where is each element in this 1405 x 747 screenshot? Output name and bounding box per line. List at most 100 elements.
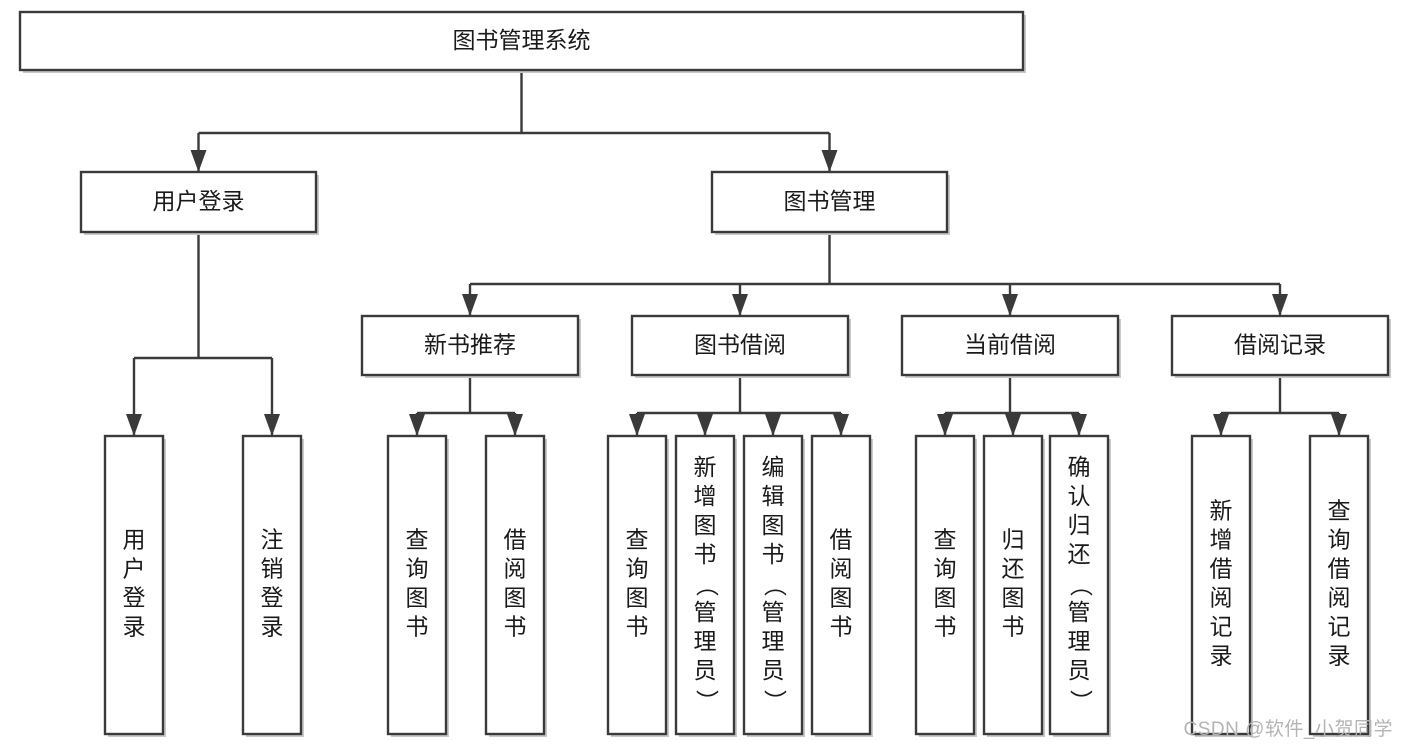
l2-0-arrow-0 [126, 414, 142, 436]
svg-text:阅: 阅 [1328, 585, 1351, 611]
svg-text:管: 管 [694, 599, 717, 625]
l3-1-0-arrow-0 [409, 414, 425, 436]
node-确认归还管理员-box[interactable] [1048, 434, 1110, 736]
svg-text:书: 书 [694, 541, 717, 567]
svg-text:管: 管 [1068, 599, 1091, 625]
svg-text:登: 登 [261, 585, 284, 611]
svg-text:户: 户 [123, 556, 146, 582]
node-借阅图书-box[interactable] [810, 434, 872, 736]
node-归还图书-box[interactable] [982, 434, 1044, 736]
l3-1-1-arrow-3 [833, 414, 849, 436]
svg-text:理: 理 [694, 628, 717, 654]
svg-text:录: 录 [1210, 643, 1233, 669]
svg-text:新: 新 [1210, 498, 1233, 524]
svg-text:书: 书 [626, 614, 649, 640]
node-查询借阅记录-box[interactable] [1308, 434, 1370, 736]
svg-text:还: 还 [1002, 556, 1025, 582]
svg-text:查: 查 [626, 527, 649, 553]
l2-1-arrow-0 [462, 294, 478, 316]
node-查询图书-box[interactable] [386, 434, 448, 736]
svg-text:还: 还 [1068, 541, 1091, 567]
l2-0-arrow-1 [264, 414, 280, 436]
svg-text:管: 管 [762, 599, 785, 625]
node-新增借阅记录-box[interactable] [1190, 434, 1252, 736]
svg-text:书: 书 [406, 614, 429, 640]
node-图书管理-box[interactable] [710, 170, 949, 234]
node-图书借阅-box[interactable] [630, 314, 850, 377]
svg-text:辑: 辑 [762, 483, 785, 509]
svg-text:认: 认 [1068, 483, 1091, 509]
svg-text:注: 注 [261, 527, 284, 553]
svg-text:新: 新 [694, 454, 717, 480]
svg-text:归: 归 [1068, 512, 1091, 538]
svg-text:书: 书 [762, 541, 785, 567]
node-用户登录-label: 用户登录 [153, 188, 245, 214]
svg-text:增: 增 [694, 483, 717, 509]
svg-text:确: 确 [1068, 454, 1091, 480]
node-借阅图书-box[interactable] [484, 434, 546, 736]
node-借阅记录-box[interactable] [1170, 314, 1390, 377]
svg-text:书: 书 [934, 614, 957, 640]
svg-text:阅: 阅 [830, 556, 853, 582]
svg-text:录: 录 [1328, 643, 1351, 669]
l3-1-1-arrow-1 [697, 414, 713, 436]
node-图书管理系统-box[interactable] [18, 10, 1025, 72]
svg-text:录: 录 [123, 614, 146, 640]
l3-1-2-arrow-2 [1071, 414, 1087, 436]
node-新书推荐-box[interactable] [360, 314, 580, 377]
svg-text:书: 书 [830, 614, 853, 640]
svg-text:）: ） [762, 690, 788, 713]
l3-1-3-arrow-0 [1213, 414, 1229, 436]
svg-text:借: 借 [1328, 556, 1351, 582]
svg-text:阅: 阅 [1210, 585, 1233, 611]
node-注销登录-box[interactable] [241, 434, 303, 736]
node-查询图书-box[interactable] [914, 434, 976, 736]
svg-text:图: 图 [504, 585, 527, 611]
node-新书推荐-label: 新书推荐 [424, 332, 516, 358]
svg-text:阅: 阅 [504, 556, 527, 582]
svg-text:询: 询 [1328, 527, 1351, 553]
l3-1-2-arrow-0 [937, 414, 953, 436]
svg-text:员: 员 [762, 657, 785, 683]
svg-text:书: 书 [1002, 614, 1025, 640]
node-新增图书管理员-box[interactable] [674, 434, 736, 736]
node-用户登录-box[interactable] [79, 170, 318, 234]
l3-1-1-arrow-2 [765, 414, 781, 436]
svg-text:查: 查 [1328, 498, 1351, 524]
l3-1-2-arrow-1 [1005, 414, 1021, 436]
svg-text:图: 图 [1002, 585, 1025, 611]
svg-text:理: 理 [1068, 628, 1091, 654]
svg-text:员: 员 [1068, 657, 1091, 683]
node-用户登录-label: 用户登录 [123, 527, 146, 640]
svg-text:记: 记 [1328, 614, 1351, 640]
svg-text:销: 销 [261, 556, 284, 582]
root-arrow-0 [190, 150, 207, 172]
node-图书管理系统-label: 图书管理系统 [453, 27, 591, 53]
svg-text:图: 图 [762, 512, 785, 538]
svg-text:用: 用 [123, 527, 146, 553]
svg-text:书: 书 [504, 614, 527, 640]
node-当前借阅-box[interactable] [900, 314, 1120, 377]
svg-text:录: 录 [261, 614, 284, 640]
node-编辑图书管理员-box[interactable] [742, 434, 804, 736]
node-用户登录-box[interactable] [103, 434, 165, 736]
svg-text:）: ） [694, 690, 720, 713]
l3-1-0-arrow-1 [507, 414, 523, 436]
node-借阅记录-label: 借阅记录 [1234, 332, 1326, 358]
root-arrow-1 [821, 150, 838, 172]
svg-text:编: 编 [762, 454, 785, 480]
svg-text:图: 图 [406, 585, 429, 611]
node-查询图书-box[interactable] [606, 434, 668, 736]
